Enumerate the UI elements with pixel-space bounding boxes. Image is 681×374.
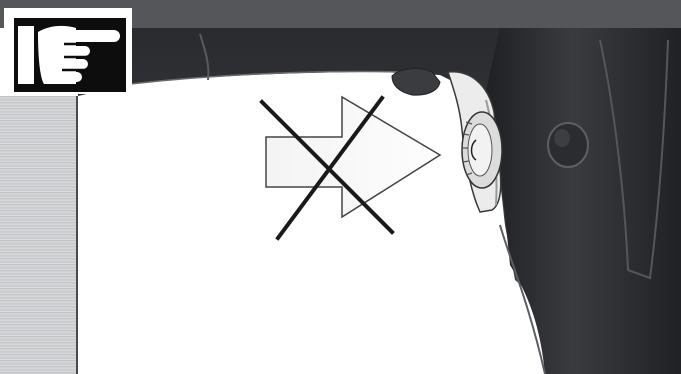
hand-cuff (18, 26, 34, 84)
lock-lever (392, 69, 440, 96)
note-badge-fill (14, 18, 126, 92)
hand-finger-3 (64, 59, 88, 69)
note-badge (4, 8, 132, 94)
hand-finger-2 (64, 46, 90, 56)
no-forward-arrow-icon (266, 97, 440, 217)
pointing-hand-icon (14, 18, 126, 92)
hand-index-finger (68, 30, 120, 42)
hand-finger-4 (62, 72, 82, 82)
grip-button (548, 123, 588, 167)
grip-button-highlight (554, 129, 570, 147)
tool-grip (485, 28, 681, 374)
